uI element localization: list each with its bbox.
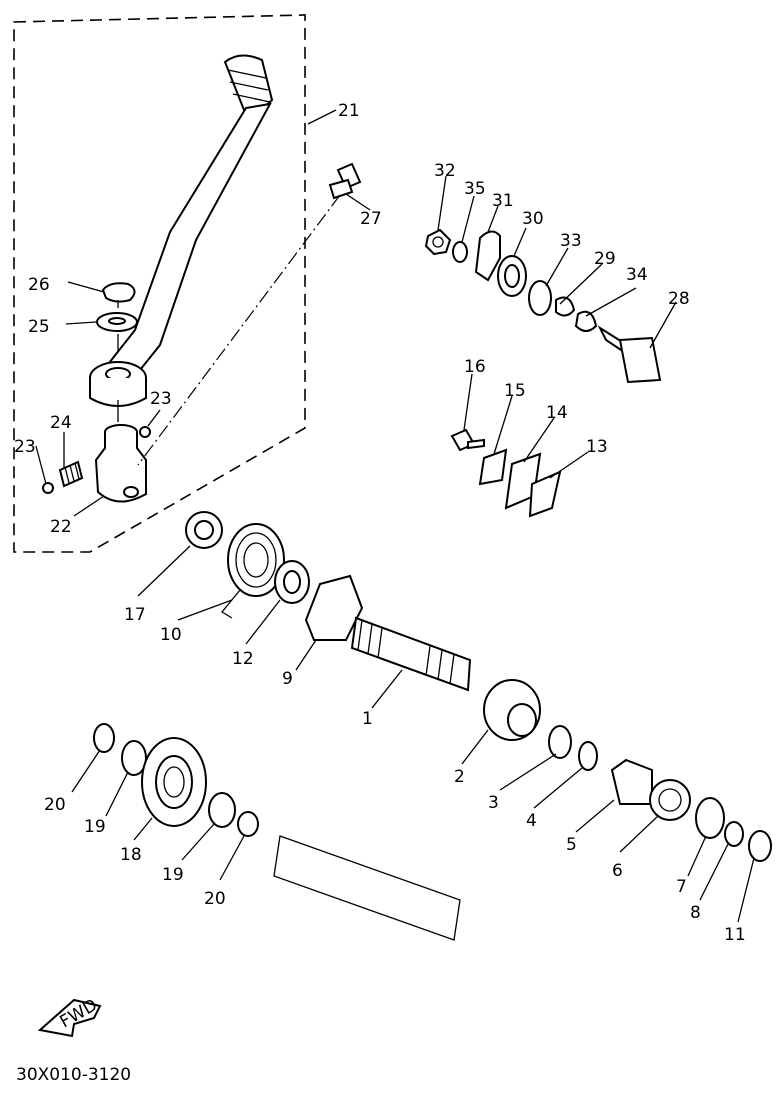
label-19-left: 19 bbox=[84, 817, 106, 837]
label-27: 27 bbox=[360, 209, 382, 229]
washer-3 bbox=[548, 725, 572, 759]
label-5: 5 bbox=[566, 835, 577, 855]
label-8: 8 bbox=[690, 903, 701, 923]
washer-11 bbox=[748, 830, 772, 862]
label-2: 2 bbox=[454, 767, 465, 787]
ball-23-left bbox=[42, 482, 54, 494]
circlip-20-left bbox=[93, 723, 115, 753]
label-7: 7 bbox=[676, 877, 687, 897]
circlip-26 bbox=[101, 282, 136, 303]
label-20-right: 20 bbox=[204, 889, 226, 909]
circlip-4 bbox=[578, 741, 598, 771]
label-24: 24 bbox=[50, 413, 72, 433]
label-28: 28 bbox=[668, 289, 690, 309]
idle-gear-18 bbox=[141, 737, 207, 827]
label-26: 26 bbox=[28, 275, 50, 295]
label-14: 14 bbox=[546, 403, 568, 423]
label-11: 11 bbox=[724, 925, 746, 945]
leader-lines bbox=[35, 109, 755, 923]
diagram-code: 30X010-3120 bbox=[16, 1065, 131, 1085]
label-4: 4 bbox=[526, 811, 537, 831]
torsion-spring-10 bbox=[221, 523, 285, 619]
stopper-group bbox=[450, 428, 562, 518]
circlip-8 bbox=[724, 821, 744, 847]
label-18: 18 bbox=[120, 845, 142, 865]
label-16: 16 bbox=[464, 357, 486, 377]
kick-axle-1 bbox=[350, 616, 472, 692]
label-20-left: 20 bbox=[44, 795, 66, 815]
ball-23-right bbox=[139, 426, 151, 438]
label-12: 12 bbox=[232, 649, 254, 669]
circlip-20-right bbox=[237, 811, 259, 837]
label-30: 30 bbox=[522, 209, 544, 229]
plate-9 bbox=[304, 574, 364, 641]
label-34: 34 bbox=[626, 265, 648, 285]
spring-24 bbox=[58, 460, 84, 488]
spring-6 bbox=[649, 779, 691, 821]
label-31: 31 bbox=[492, 191, 514, 211]
kick-gear-2 bbox=[483, 679, 541, 741]
kick-crank-lever bbox=[89, 54, 274, 407]
label-33: 33 bbox=[560, 231, 582, 251]
label-6: 6 bbox=[612, 861, 623, 881]
ratchet-5 bbox=[610, 758, 653, 805]
forward-arrow-icon: FWD bbox=[37, 995, 102, 1038]
label-35: 35 bbox=[464, 179, 486, 199]
label-32: 32 bbox=[434, 161, 456, 181]
lever-assembly-group bbox=[424, 228, 662, 384]
label-9: 9 bbox=[282, 669, 293, 689]
label-10: 10 bbox=[160, 625, 182, 645]
label-22: 22 bbox=[50, 517, 72, 537]
label-29: 29 bbox=[594, 249, 616, 269]
washer-19-right bbox=[208, 792, 236, 828]
assembly-boundary bbox=[13, 14, 306, 553]
label-15: 15 bbox=[504, 381, 526, 401]
label-17: 17 bbox=[124, 605, 146, 625]
label-3: 3 bbox=[488, 793, 499, 813]
label-23-right: 23 bbox=[150, 389, 172, 409]
washer-7 bbox=[695, 797, 725, 839]
oil-seal-17 bbox=[185, 511, 223, 549]
label-1: 1 bbox=[362, 709, 373, 729]
label-21: 21 bbox=[338, 101, 360, 121]
label-13: 13 bbox=[586, 437, 608, 457]
label-25: 25 bbox=[28, 317, 50, 337]
label-19-right: 19 bbox=[162, 865, 184, 885]
spring-guide-12 bbox=[274, 560, 310, 604]
kick-boss-22 bbox=[94, 424, 147, 503]
main-axle-outline bbox=[273, 835, 461, 941]
label-23-left: 23 bbox=[14, 437, 36, 457]
bolt-27 bbox=[328, 162, 362, 200]
